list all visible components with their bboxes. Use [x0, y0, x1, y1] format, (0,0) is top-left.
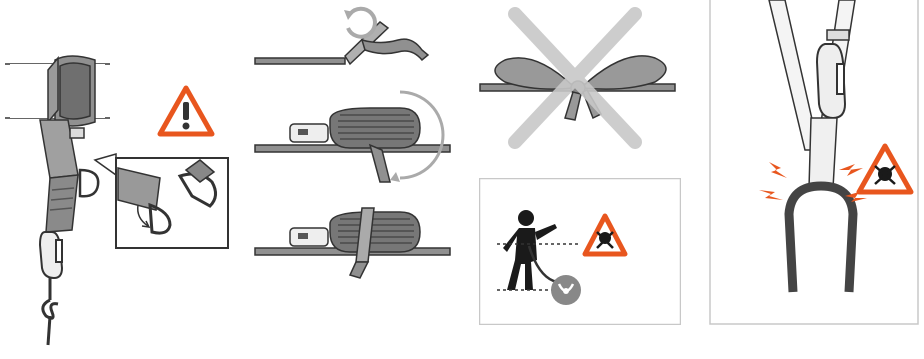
sling-anchor-panel [0, 0, 240, 359]
roll-strap-step [255, 9, 428, 64]
fall-factor-illustration [479, 178, 681, 325]
no-slack-icon [551, 275, 581, 305]
sharp-edge-illustration [709, 0, 919, 325]
coil-strap-step [255, 92, 450, 182]
d-ring-detail-inset [95, 154, 228, 248]
sling-anchor-illustration [0, 0, 240, 359]
fall-factor-panel [479, 178, 681, 325]
secure-coil-step [255, 208, 450, 278]
sharp-edge-panel [709, 0, 919, 325]
sling-storage-illustration [250, 0, 465, 359]
sling-storage-panel [250, 0, 465, 359]
knot-prohibited-panel [475, 0, 690, 170]
knot-prohibited-illustration [475, 0, 690, 170]
warning-triangle-icon [160, 88, 212, 134]
